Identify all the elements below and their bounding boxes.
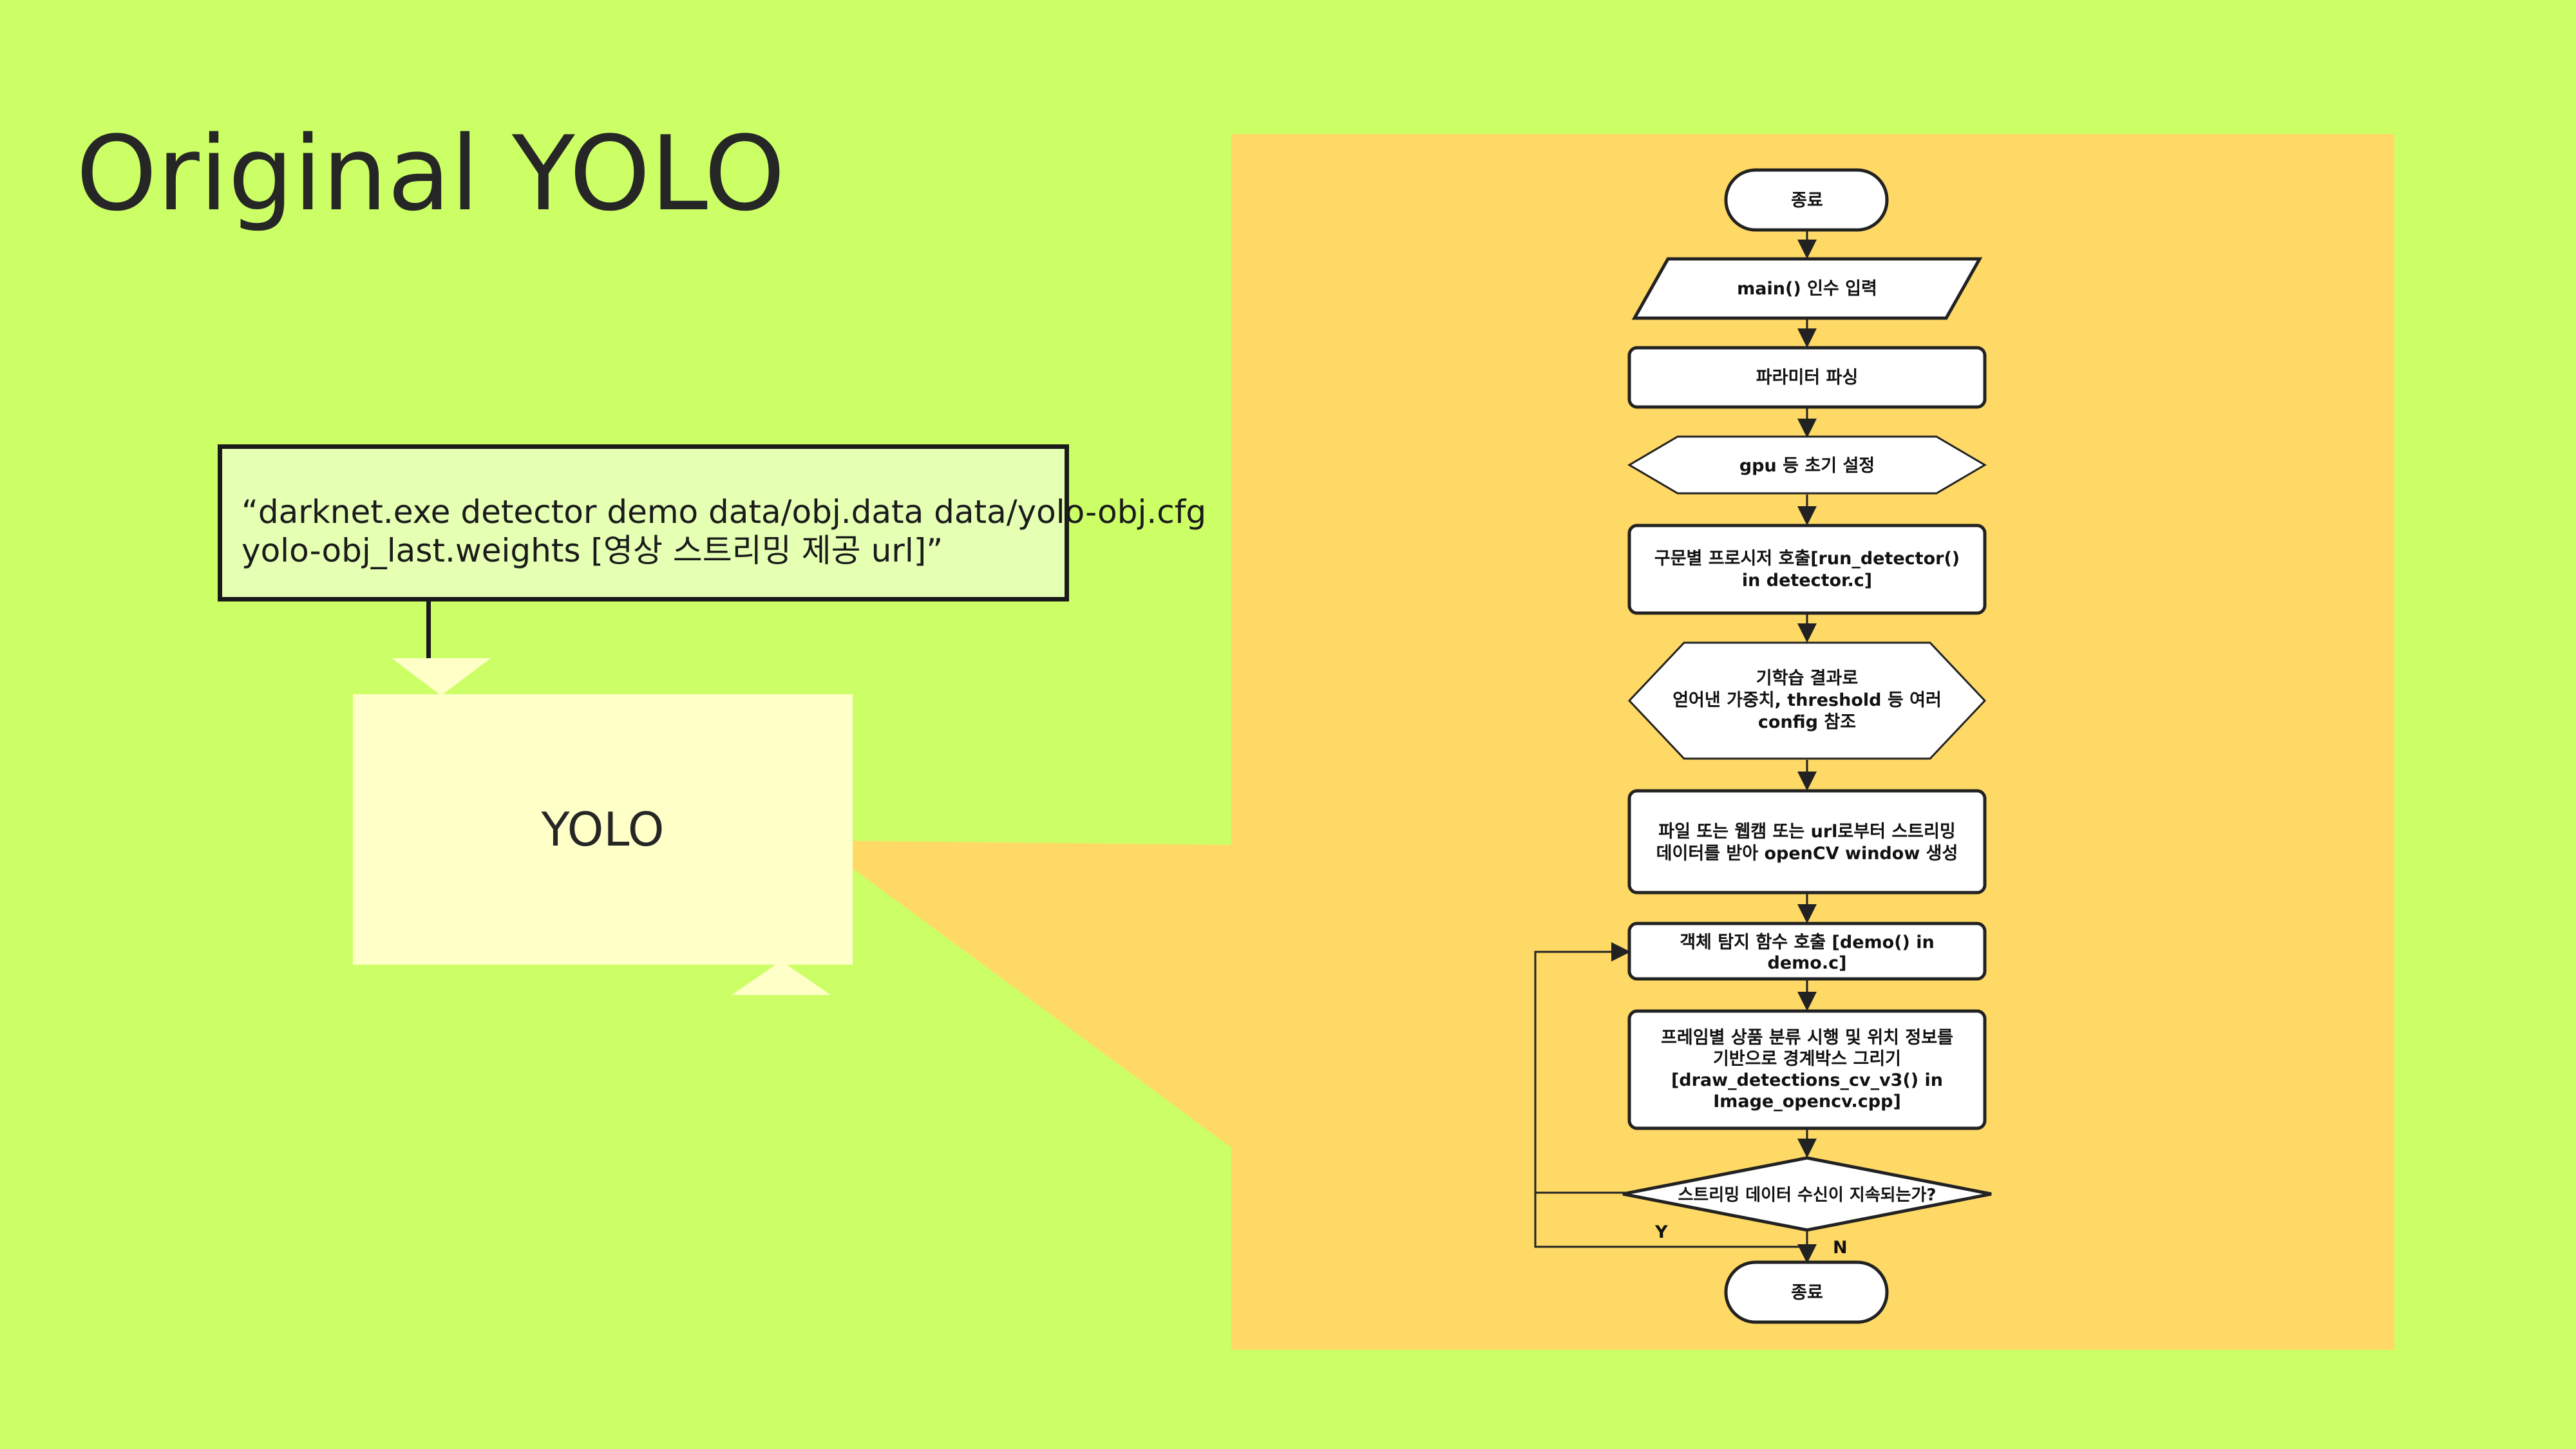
draw-label-line1: 프레임별 상품 분류 시행 및 위치 정보를 <box>1661 1028 1953 1048</box>
config-label-line1: 기학습 결과로 <box>1756 668 1858 688</box>
yes-label: Y <box>1654 1222 1668 1242</box>
draw-label-line2: 기반으로 경계박스 그리기 <box>1713 1049 1901 1069</box>
start-label: 종료 <box>1791 191 1823 211</box>
stream-label-line2: 데이터를 받아 openCV window 생성 <box>1656 844 1958 864</box>
init-hexagon <box>1627 435 1987 495</box>
config-hexagon <box>1627 641 1987 760</box>
config-label-line3: config 참조 <box>1758 712 1856 732</box>
camera-triangle-bottom <box>732 961 831 995</box>
slide-title: Original YOLO <box>76 113 786 234</box>
draw-label-line3: [draw_detections_cv_v3() in <box>1671 1070 1943 1090</box>
detect-process <box>1627 922 1987 981</box>
call-process <box>1627 524 1987 615</box>
detect-label-line1: 객체 탐지 함수 호출 [demo() in <box>1680 933 1935 952</box>
callout-connector <box>426 600 431 658</box>
camera-body <box>353 694 853 965</box>
end-label: 종료 <box>1791 1283 1823 1303</box>
input-parallelogram <box>1631 257 1983 320</box>
call-label-line1: 구문별 프로시저 호출[run_detector() <box>1654 549 1960 569</box>
parse-process <box>1627 346 1987 409</box>
command-line-2: yolo-obj_last.weights [영상 스트리밍 제공 url]” <box>242 532 943 569</box>
no-label: N <box>1833 1238 1848 1258</box>
stream-process <box>1627 789 1987 895</box>
detect-label-line2: demo.c] <box>1768 953 1847 973</box>
input-label: main() 인수 입력 <box>1737 279 1877 299</box>
end-terminator <box>1724 1260 1889 1324</box>
call-label-line2: in detector.c] <box>1742 571 1872 591</box>
camera-triangle-top <box>392 658 491 696</box>
draw-label-line4: Image_opencv.cpp] <box>1713 1092 1901 1112</box>
decision-diamond <box>1622 1156 1992 1232</box>
init-label: gpu 등 초기 설정 <box>1739 456 1875 476</box>
callout-wedge <box>815 840 1231 1148</box>
stream-label-line1: 파일 또는 웹캠 또는 url로부터 스트리밍 <box>1658 822 1955 842</box>
parse-label: 파라미터 파싱 <box>1756 368 1858 388</box>
camera-label: YOLO <box>541 802 665 857</box>
config-label-line2: 얻어낸 가중치, threshold 등 여러 <box>1672 690 1942 710</box>
decision-label: 스트리밍 데이터 수신이 지속되는가? <box>1678 1186 1936 1205</box>
draw-process <box>1627 1009 1987 1130</box>
command-line-1: “darknet.exe detector demo data/obj.data… <box>242 493 1207 531</box>
command-callout-box: “darknet.exe detector demo data/obj.data… <box>218 444 1207 601</box>
start-terminator <box>1724 168 1889 232</box>
